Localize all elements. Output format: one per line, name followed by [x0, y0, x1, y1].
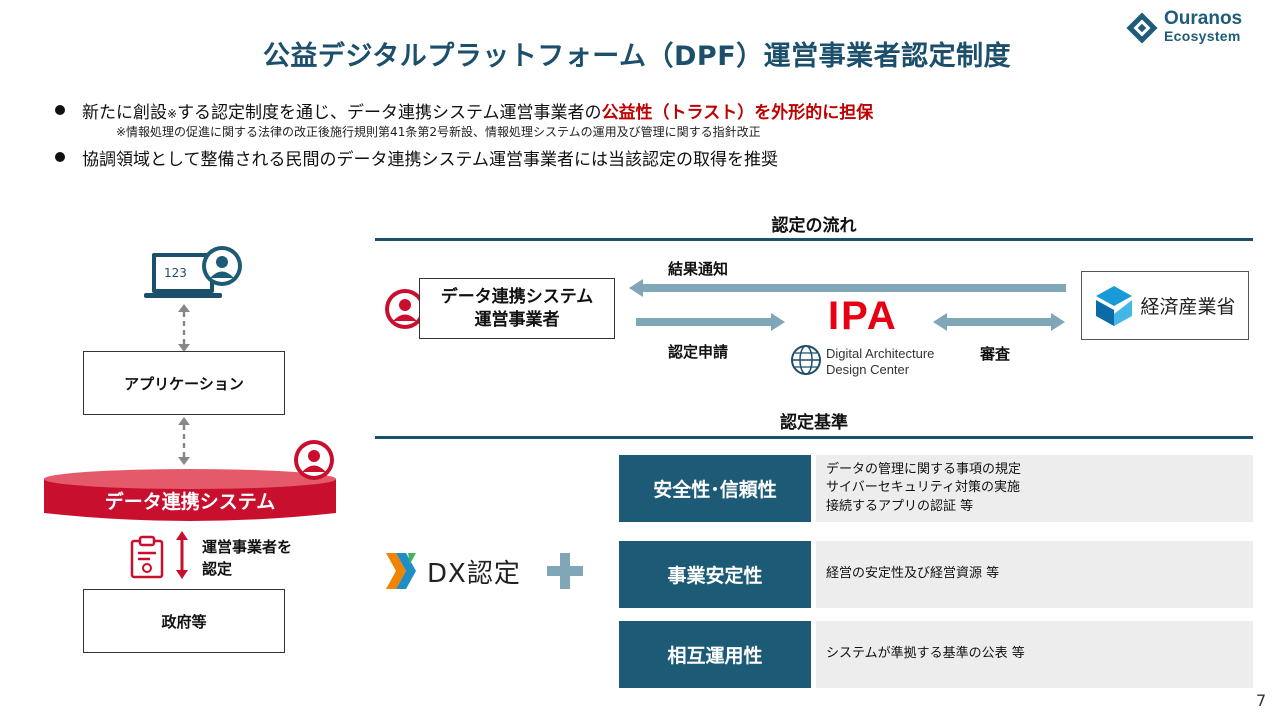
criteria-label-safety: 安全性･信頼性: [619, 455, 811, 522]
bullet-1: 新たに創設※する認定制度を通じ、データ連携システム運営事業者の公益性（トラスト）…: [82, 98, 873, 123]
bullet-1-mid: する認定制度を通じ、データ連携システム運営事業者の: [177, 103, 602, 123]
page-title: 公益デジタルプラットフォーム（DPF）運営事業者認定制度: [262, 41, 1012, 72]
ipa-logo: IPA: [828, 294, 898, 338]
ouranos-logo: [1124, 10, 1160, 46]
ipa-subtitle: Digital Architecture Design Center: [826, 346, 934, 379]
meti-box: 経済産業省: [1081, 271, 1249, 340]
bullet-1-emphasis: 公益性（トラスト）を外形的に担保: [601, 103, 874, 123]
laptop-icon: [144, 253, 222, 298]
application-box: アプリケーション: [83, 351, 285, 415]
flow-operator-line2: 運営事業者: [474, 309, 560, 330]
dashed-double-arrow-1: [178, 304, 190, 352]
criteria-desc-safety-1: データの管理に関する事項の規定: [826, 462, 1022, 478]
dashed-double-arrow-2: [178, 417, 190, 465]
flow-operator-line1: データ連携システム: [440, 286, 594, 307]
laptop-user-icon: 123: [144, 245, 244, 303]
criteria-label-interop: 相互運用性: [619, 621, 811, 688]
criteria-desc-safety-3: 接続するアプリの認証 等: [826, 498, 974, 514]
result-arrow-head: [629, 279, 643, 297]
bullet-dot-1: [55, 105, 65, 115]
flow-heading-rule: [375, 238, 1253, 241]
meti-label: 経済産業省: [1140, 296, 1236, 318]
criteria-desc-interop-1: システムが準拠する基準の公表 等: [826, 646, 1025, 662]
result-notice-label: 結果通知: [668, 260, 729, 278]
laptop-screen-text: 123: [164, 266, 187, 280]
operator-avatar-icon: [294, 440, 334, 480]
ipa-subtitle-line2: Design Center: [826, 362, 910, 378]
review-label: 審査: [980, 345, 1011, 363]
application-label: 認定申請: [668, 343, 729, 361]
criteria-heading: 認定基準: [780, 413, 848, 433]
criteria-label-stability: 事業安定性: [619, 541, 811, 608]
ouranos-logo-text: Ouranos Ecosystem: [1164, 9, 1242, 43]
dx-label: DX認定: [427, 559, 521, 589]
flow-operator-box: データ連携システム 運営事業者: [419, 278, 615, 339]
data-system-cylinder: [44, 469, 336, 521]
criteria-desc-stability: 経営の安定性及び経営資源 等: [816, 541, 1253, 608]
certify-label: 運営事業者を 認定: [202, 537, 292, 581]
globe-icon: [791, 345, 821, 375]
data-system-label: データ連携システム: [104, 491, 276, 513]
dx-mark-icon: [386, 553, 416, 589]
review-arrow-head-left: [933, 313, 947, 331]
bullet-1-pre: 新たに創設: [82, 103, 167, 123]
certify-label-line1: 運営事業者を: [202, 538, 293, 556]
review-arrow-head-right: [1051, 313, 1065, 331]
ouranos-diamond-icon: [1126, 12, 1158, 44]
plus-icon: [547, 553, 583, 589]
bullet-1-mark: ※: [167, 107, 178, 121]
ipa-subtitle-line1: Digital Architecture: [826, 346, 935, 361]
application-arrow-line: [636, 318, 772, 326]
bullet-dot-2: [55, 152, 65, 162]
government-box: 政府等: [83, 589, 285, 653]
criteria-heading-rule: [375, 436, 1253, 439]
certify-label-line2: 認定: [202, 559, 233, 578]
review-arrow-line: [946, 318, 1052, 326]
flow-heading: 認定の流れ: [771, 216, 857, 236]
certificate-clipboard-icon: [130, 535, 164, 579]
page-number: 7: [1256, 691, 1267, 710]
logo-line2: Ecosystem: [1164, 28, 1241, 44]
criteria-desc-safety: データの管理に関する事項の規定 サイバーセキュリティ対策の実施 接続するアプリの…: [816, 455, 1253, 522]
criteria-desc-safety-2: サイバーセキュリティ対策の実施: [826, 480, 1020, 496]
criteria-desc-interop: システムが準拠する基準の公表 等: [816, 621, 1253, 688]
user-avatar-icon: [202, 246, 242, 286]
bullet-1-note: ※情報処理の促進に関する法律の改正後施行規則第41条第2号新設、情報処理システム…: [116, 125, 761, 139]
flow-operator-avatar-icon: [385, 289, 425, 329]
bullet-2: 協調領域として整備される民間のデータ連携システム運営事業者には当該認定の取得を推…: [82, 150, 778, 170]
logo-line1: Ouranos: [1164, 8, 1243, 29]
application-arrow-head: [771, 313, 785, 331]
criteria-desc-stability-1: 経営の安定性及び経営資源 等: [826, 566, 1000, 582]
result-arrow-line: [642, 284, 1066, 292]
certify-double-arrow: [176, 531, 188, 579]
meti-logo-icon: [1096, 285, 1133, 326]
